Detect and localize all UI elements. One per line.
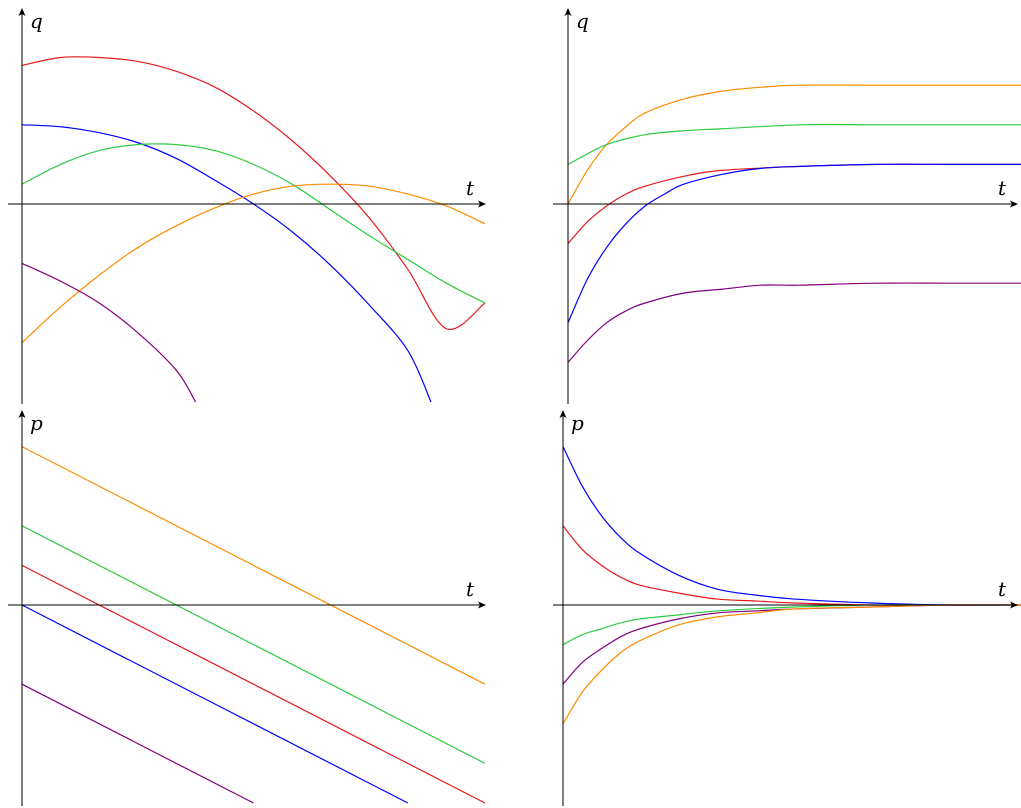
x-axis-label: t <box>998 176 1007 200</box>
x-axis-arrow-icon <box>1010 601 1018 609</box>
series-line-green <box>21 525 486 764</box>
series-line-blue <box>567 163 1021 324</box>
panel-p-exponential: tp <box>553 410 1021 806</box>
y-axis-arrow-icon <box>564 8 572 16</box>
series-group <box>21 446 486 804</box>
y-axis-label: q <box>30 9 43 33</box>
series-line-green <box>562 604 1021 646</box>
x-axis-arrow-icon <box>478 200 486 208</box>
series-line-purple <box>21 683 254 804</box>
y-axis-arrow-icon <box>559 410 567 418</box>
series-line-green <box>567 123 1021 165</box>
series-line-purple <box>567 282 1021 363</box>
series-line-orange <box>21 446 486 685</box>
series-line-green <box>21 143 486 304</box>
x-axis-arrow-icon <box>1010 200 1018 208</box>
series-group <box>567 84 1021 363</box>
series-line-orange <box>567 84 1021 205</box>
y-axis-label: p <box>30 411 43 435</box>
x-axis-label: t <box>466 577 475 601</box>
series-line-orange <box>562 604 1021 725</box>
series-line-blue <box>21 124 432 403</box>
series-group <box>21 56 486 403</box>
x-axis-arrow-icon <box>478 601 486 609</box>
series-line-blue <box>21 604 409 804</box>
series-line-red <box>21 564 486 804</box>
series-line-purple <box>21 262 197 403</box>
series-group <box>562 446 1021 725</box>
series-line-blue <box>562 446 1021 606</box>
y-axis-label: q <box>576 9 589 33</box>
y-axis-arrow-icon <box>18 410 26 418</box>
x-axis-label: t <box>998 577 1007 601</box>
y-axis-arrow-icon <box>18 8 26 16</box>
panel-p-linear: tp <box>8 410 486 806</box>
series-line-red <box>21 56 486 331</box>
y-axis-label: p <box>571 411 584 435</box>
panel-q-exponential: tq <box>553 8 1021 404</box>
panel-q-quadratic: tq <box>8 8 486 404</box>
x-axis-label: t <box>466 176 475 200</box>
series-line-red <box>562 525 1021 606</box>
series-line-orange <box>21 183 486 344</box>
